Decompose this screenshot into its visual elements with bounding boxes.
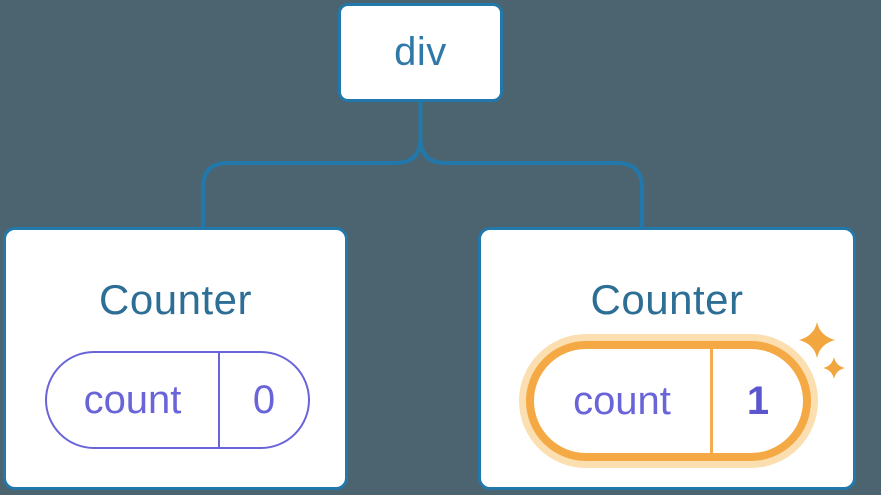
state-pill-count-0: count 0 [45,351,310,449]
counter-card-right: Counter count 1 [478,227,856,490]
counter-card-left: Counter count 0 [3,227,348,490]
root-node-div: div [338,3,503,102]
state-value-label: 0 [252,377,276,422]
state-value-label: 1 [746,378,770,423]
state-key-label: count [47,353,220,447]
connector-left-branch [201,100,423,229]
state-key-label: count [534,349,713,453]
counter-title: Counter [99,276,252,323]
counter-title: Counter [590,276,744,323]
connector-right-branch [418,100,644,229]
root-node-label: div [394,30,447,74]
state-pill-count-1-highlighted: count 1 [526,341,811,461]
